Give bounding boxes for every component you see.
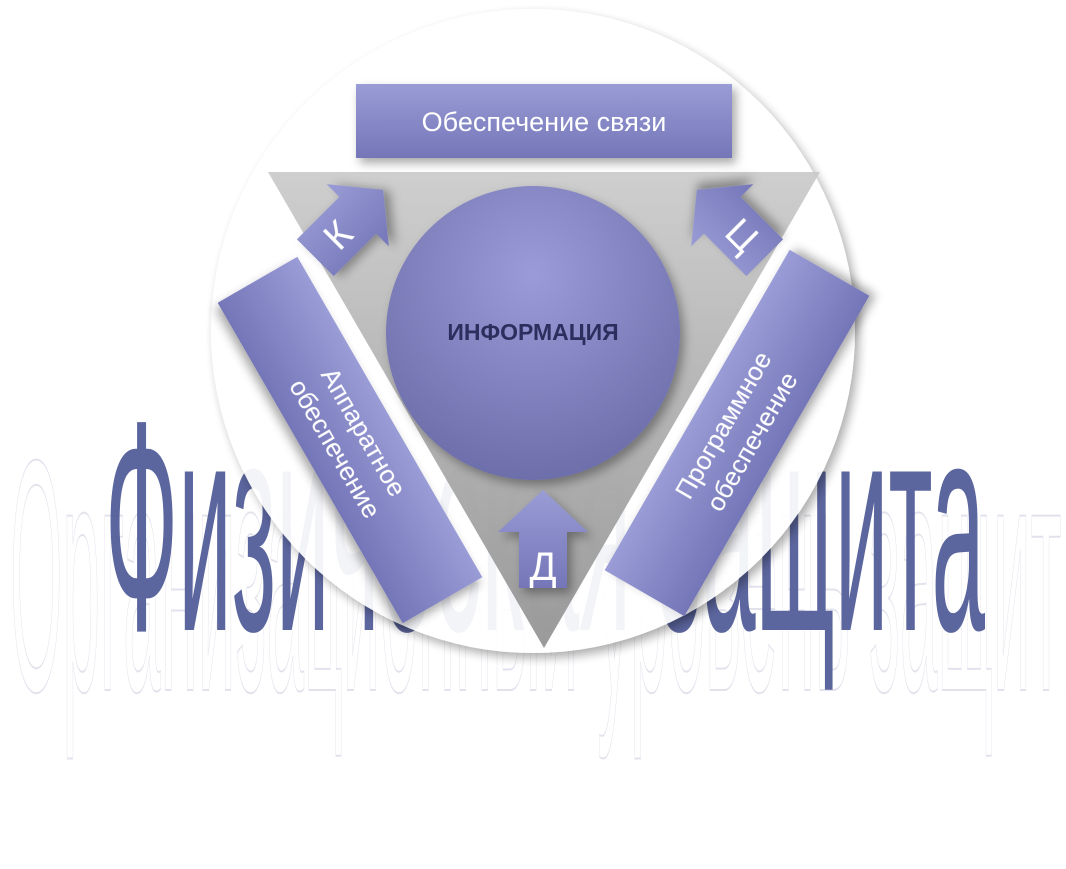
arrow-ts: Ц: [691, 184, 784, 277]
arrow-k: К: [296, 184, 389, 277]
communication-box-label: Обеспечение связи: [422, 107, 667, 137]
arrow-d-label: Д: [529, 545, 556, 589]
information-circle: [386, 186, 680, 480]
arrow-d: Д: [498, 490, 588, 589]
information-label: ИНФОРМАЦИЯ: [447, 319, 618, 345]
communication-box: Обеспечение связи: [356, 84, 732, 158]
software-box: Программное обеспечение: [604, 249, 870, 617]
